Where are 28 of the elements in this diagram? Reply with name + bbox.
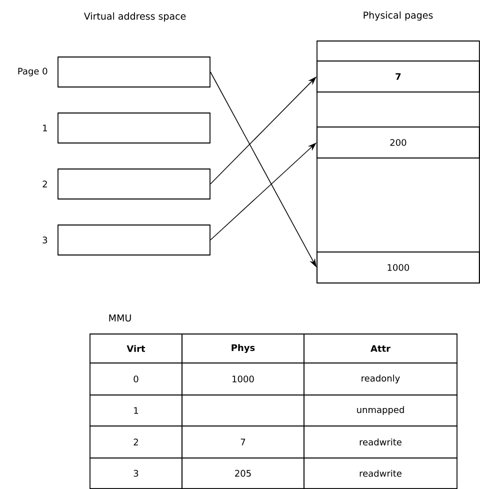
table-title: MMU: [109, 314, 131, 322]
page-label: 2: [42, 180, 47, 188]
page-box: [58, 224, 210, 256]
page-box: [58, 56, 210, 88]
table-cell: readwrite: [304, 458, 458, 489]
page-frame-row: 200: [316, 126, 480, 158]
table-cell: 3: [90, 458, 182, 489]
page-box: [58, 112, 210, 144]
page-label: 3: [42, 236, 48, 244]
page-frame-row: 7: [316, 60, 480, 92]
table-cell: readonly: [304, 362, 458, 396]
header-cell: Virt: [90, 334, 182, 364]
header-cell: Phys: [182, 334, 304, 364]
page-label: Page 0: [18, 68, 48, 76]
page-label: 1: [43, 124, 47, 132]
table-cell: 1: [90, 394, 182, 426]
heading: Virtual address space: [84, 12, 186, 22]
page-box: [58, 168, 210, 200]
table-cell: 205: [182, 458, 304, 489]
table-cell: 1000: [182, 362, 304, 396]
table-cell: 2: [90, 426, 182, 458]
table-cell: 7: [182, 426, 304, 458]
table-cell: 0: [90, 362, 182, 396]
heading: Physical pages: [364, 11, 433, 21]
table-cell: readwrite: [304, 426, 458, 458]
page-frame-row: 1000: [316, 252, 480, 284]
table-cell: unmapped: [304, 394, 458, 426]
header-cell: Attr: [304, 334, 458, 364]
